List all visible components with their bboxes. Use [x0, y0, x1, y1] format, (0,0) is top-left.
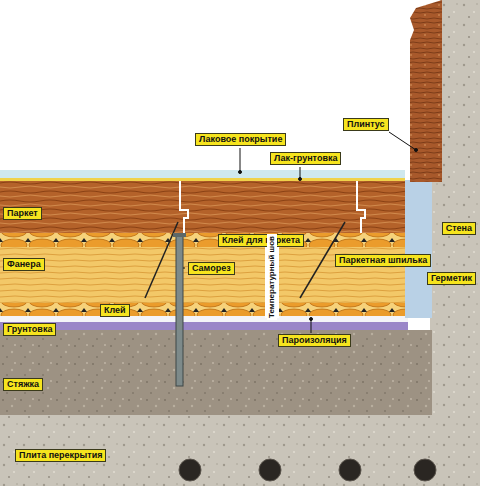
- joint-label: Температурный шов: [267, 234, 277, 320]
- pin-label: Паркетная шпилька: [335, 254, 431, 267]
- vapour-label: Пароизоляция: [278, 334, 351, 347]
- plinth-label: Плинтус: [343, 118, 389, 131]
- parquet-glue-label: Клей для паркета: [218, 234, 304, 247]
- parquet-label: Паркет: [3, 207, 42, 220]
- plywood-label: Фанера: [3, 258, 45, 271]
- primer-label: Грунтовка: [3, 323, 56, 336]
- glue-label: Клей: [100, 304, 130, 317]
- screw-label: Саморез: [188, 262, 235, 275]
- screed-label: Стяжка: [3, 378, 43, 391]
- slab-label: Плита перекрытия: [15, 449, 106, 462]
- primer-varnish-label: Лак-грунтовка: [270, 152, 341, 165]
- wall-label: Стена: [442, 222, 476, 235]
- sealant-label: Герметик: [427, 272, 476, 285]
- varnish-label: Лаковое покрытие: [195, 133, 286, 146]
